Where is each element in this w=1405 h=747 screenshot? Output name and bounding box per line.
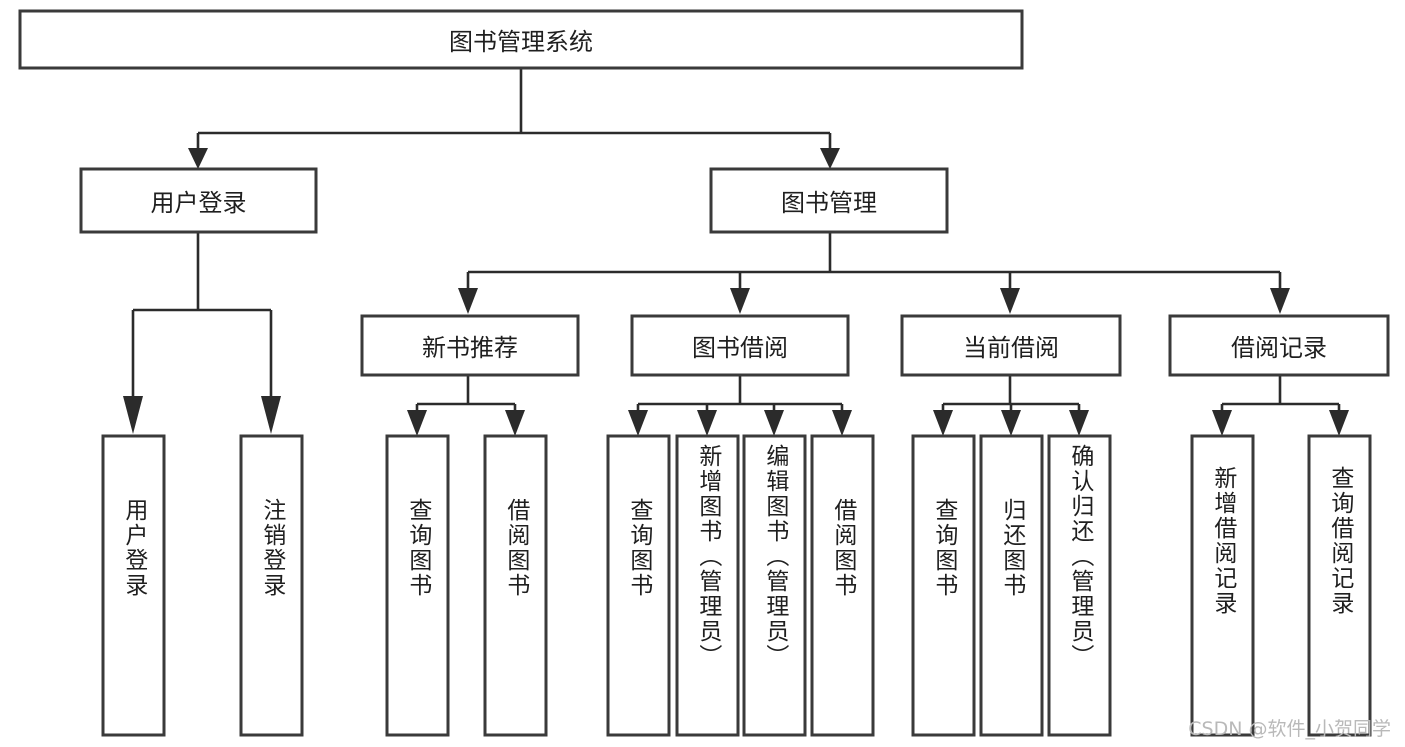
- arrow-head-icon: [764, 410, 784, 436]
- arrow-head-icon: [188, 148, 208, 169]
- arrow-head-icon: [505, 410, 525, 436]
- arrow-head-icon: [1001, 410, 1021, 436]
- arrow-head-icon: [730, 288, 750, 314]
- node-box-root[interactable]: [18, 9, 1024, 70]
- connector-borrowrecord-to-leaves: [1212, 375, 1349, 436]
- arrow-head-icon: [832, 410, 852, 436]
- arrow-head-icon: [261, 396, 281, 434]
- node-box-book-borrow[interactable]: [630, 314, 850, 377]
- arrow-head-icon: [1212, 410, 1232, 436]
- node-box-borrow-record[interactable]: [1168, 314, 1390, 377]
- node-box-leaf-query-books-2[interactable]: [606, 434, 671, 737]
- arrow-head-icon: [820, 148, 840, 169]
- arrow-head-icon: [933, 410, 953, 436]
- arrow-head-icon: [628, 410, 648, 436]
- node-box-leaf-add-book[interactable]: [675, 434, 740, 737]
- node-box-leaf-add-record[interactable]: [1190, 434, 1255, 737]
- node-box-leaf-edit-book[interactable]: [742, 434, 807, 737]
- arrow-head-icon: [697, 410, 717, 436]
- connector-newbook-to-leaves: [407, 375, 525, 436]
- node-box-leaf-confirm-return[interactable]: [1047, 434, 1112, 737]
- connector-currentborrow-to-leaves: [933, 375, 1089, 436]
- arrow-head-icon: [1069, 410, 1089, 436]
- node-box-book-manage[interactable]: [709, 167, 949, 234]
- node-box-leaf-query-record[interactable]: [1307, 434, 1372, 737]
- node-box-current-borrow[interactable]: [900, 314, 1122, 377]
- arrow-head-icon: [458, 288, 478, 314]
- node-box-new-book-rec[interactable]: [360, 314, 580, 377]
- connector-userlogin-to-leaves: [123, 232, 281, 434]
- arrow-head-icon: [1329, 410, 1349, 436]
- arrow-head-icon: [407, 410, 427, 436]
- node-box-leaf-borrow-books-1[interactable]: [483, 434, 548, 737]
- node-box-leaf-user-login[interactable]: [101, 434, 166, 737]
- node-box-leaf-return-book[interactable]: [979, 434, 1044, 737]
- node-box-leaf-borrow-books-2[interactable]: [810, 434, 875, 737]
- connector-bookborrow-to-leaves: [628, 375, 852, 436]
- node-box-leaf-query-books-3[interactable]: [911, 434, 976, 737]
- arrow-head-icon: [1270, 288, 1290, 314]
- node-box-leaf-logout[interactable]: [239, 434, 304, 737]
- connector-root-to-level2: [188, 68, 840, 169]
- node-box-leaf-query-books-1[interactable]: [385, 434, 450, 737]
- arrow-head-icon: [1000, 288, 1020, 314]
- connector-bookmanage-to-level3: [458, 232, 1290, 314]
- node-box-user-login[interactable]: [79, 167, 318, 234]
- arrow-head-icon: [123, 396, 143, 434]
